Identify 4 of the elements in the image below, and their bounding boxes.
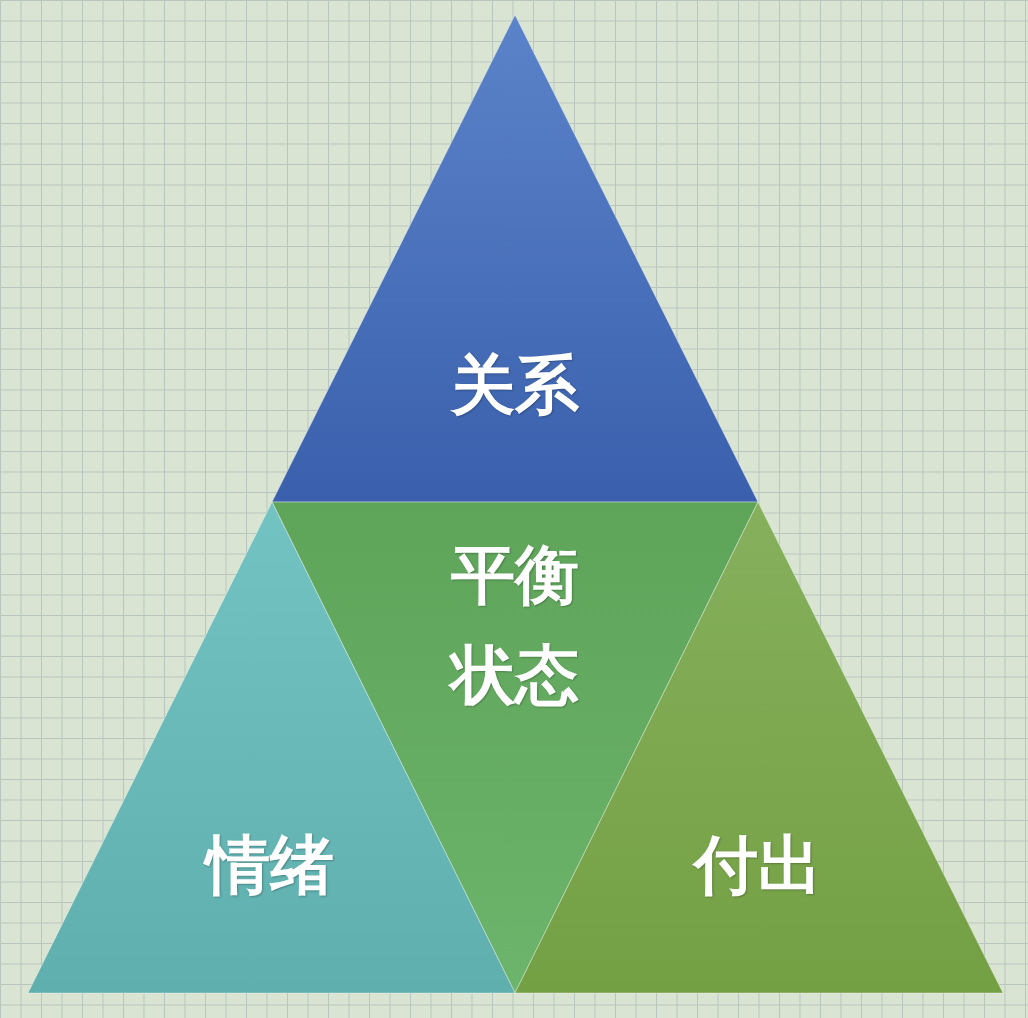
segment-label: 平衡状态 [445,525,585,725]
segment-label: 关系 [451,347,579,424]
triangle-segment [272,15,758,502]
segment-label: 付出 [694,827,822,904]
